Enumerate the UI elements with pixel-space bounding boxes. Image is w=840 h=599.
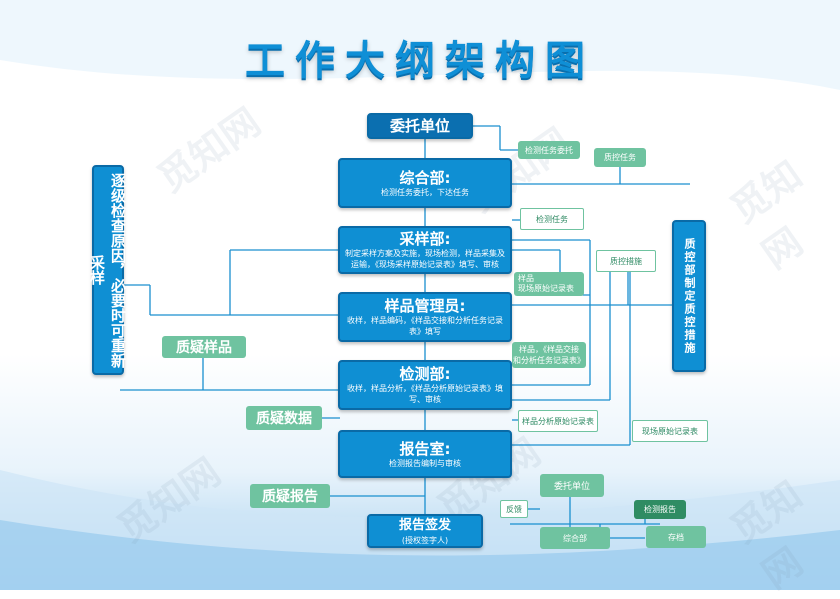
label-sample-field-record: 样品 现场原始记录表	[514, 272, 584, 296]
node-sample-admin[interactable]: 样品管理员: 收样，样品编码，《样品交接和分析任务记录表》填写	[338, 292, 512, 342]
bottom-test-report-text: 检测报告	[644, 505, 676, 514]
node-sampling-sub: 制定采样方案及实施，现场检测，样品采集及运输，《现场采样原始记录表》填写、审核	[345, 249, 505, 269]
label-doubt-data-text: 质疑数据	[256, 411, 312, 427]
bottom-client: 委托单位	[540, 474, 604, 497]
bottom-archive: 存档	[646, 526, 706, 548]
label-doubt-data: 质疑数据	[246, 406, 322, 430]
label-qc-measures-text: 质控措施	[610, 256, 642, 266]
node-sample-admin-title: 样品管理员:	[384, 297, 466, 315]
label-doubt-report-text: 质疑报告	[262, 489, 318, 505]
label-test-task: 检测任务	[520, 208, 584, 230]
node-report-room-title: 报告室:	[399, 439, 451, 458]
label-doubt-report: 质疑报告	[250, 484, 330, 508]
node-general[interactable]: 综合部: 检测任务委托，下达任务	[338, 158, 512, 208]
node-report-issue[interactable]: 报告签发 (授权签字人)	[367, 514, 483, 548]
node-report-issue-sub: (授权签字人)	[401, 535, 449, 545]
node-sample-admin-sub: 收样，样品编码，《样品交接和分析任务记录表》填写	[347, 316, 503, 336]
node-testing[interactable]: 检测部: 收样，样品分析，《样品分析原始记录表》填写、审核	[338, 360, 512, 410]
node-client[interactable]: 委托单位	[367, 113, 473, 139]
node-sampling-title: 采样部:	[399, 230, 451, 248]
bottom-client-text: 委托单位	[553, 482, 590, 492]
label-sample-analysis-record-text: 样品分析原始记录表	[522, 416, 594, 426]
node-right-vertical-text: 质控部制定质控措施	[683, 237, 696, 355]
label-qc-task-text: 质控任务	[604, 153, 636, 162]
bottom-archive-text: 存档	[668, 532, 684, 542]
bottom-test-report: 检测报告	[634, 500, 686, 519]
label-field-record: 现场原始记录表	[632, 420, 708, 442]
label-sample-table-1: 样品，《样品交接	[519, 345, 579, 354]
bottom-general-text: 综合部	[563, 533, 587, 543]
label-doubt-sample-text: 质疑样品	[176, 340, 232, 356]
node-testing-title: 检测部:	[399, 365, 451, 383]
node-report-room-sub: 检测报告编制与审核	[389, 458, 461, 468]
node-testing-sub: 收样，样品分析，《样品分析原始记录表》填写、审核	[347, 384, 503, 404]
bottom-feedback-text: 反馈	[506, 504, 522, 514]
node-left-vertical-text: 逐级检查原因，必要时可重新采样	[88, 172, 127, 368]
node-client-title: 委托单位	[389, 117, 450, 135]
label-test-task-text: 检测任务	[536, 214, 568, 224]
label-test-task-commission-text: 检测任务委托	[525, 145, 573, 155]
label-sample-table-2: 和分析任务记录表》	[513, 356, 585, 365]
label-sample-field-record-1: 样品	[518, 274, 534, 283]
node-general-title: 综合部:	[399, 168, 451, 187]
label-sample-table: 样品，《样品交接 和分析任务记录表》	[512, 342, 586, 368]
label-field-record-text: 现场原始记录表	[642, 426, 698, 436]
label-qc-task: 质控任务	[594, 148, 646, 167]
node-report-issue-title: 报告签发	[398, 517, 451, 533]
label-sample-field-record-2: 现场原始记录表	[518, 284, 574, 293]
node-right-vertical[interactable]: 质控部制定质控措施	[672, 220, 706, 372]
node-report-room[interactable]: 报告室: 检测报告编制与审核	[338, 430, 512, 478]
node-sampling[interactable]: 采样部: 制定采样方案及实施，现场检测，样品采集及运输，《现场采样原始记录表》填…	[338, 226, 512, 274]
label-qc-measures: 质控措施	[596, 250, 656, 272]
label-test-task-commission: 检测任务委托	[518, 141, 580, 159]
bottom-feedback: 反馈	[500, 500, 528, 518]
label-sample-analysis-record: 样品分析原始记录表	[518, 410, 598, 432]
node-general-sub: 检测任务委托，下达任务	[381, 187, 469, 197]
bottom-general: 综合部	[540, 527, 610, 549]
label-doubt-sample: 质疑样品	[162, 336, 246, 358]
page-title: 工作大纲架构图	[245, 38, 595, 84]
node-left-vertical[interactable]: 逐级检查原因，必要时可重新采样	[88, 165, 127, 375]
